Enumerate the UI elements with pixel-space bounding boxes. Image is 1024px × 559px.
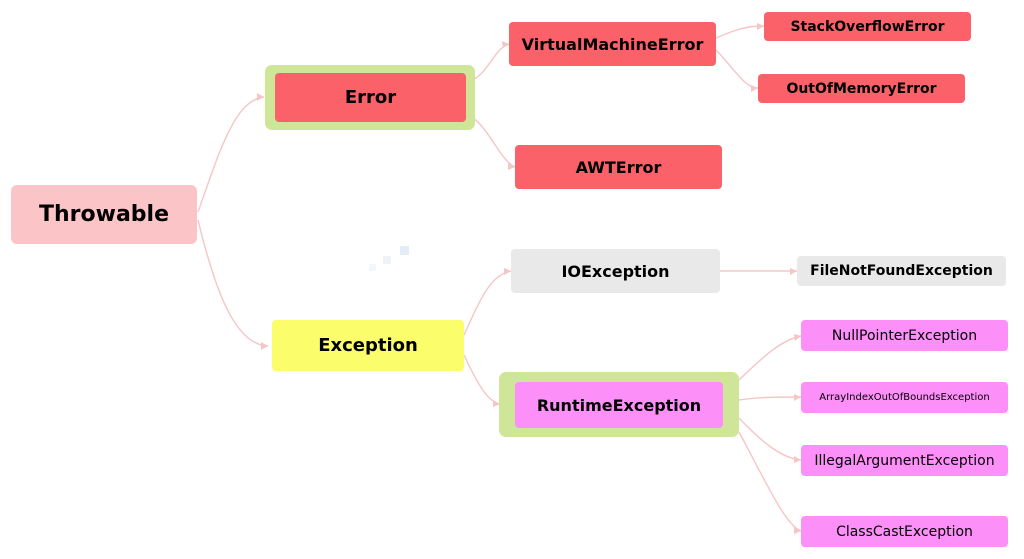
arrowhead <box>508 163 515 170</box>
edge-exception-runtime <box>463 354 501 405</box>
faint-square-decoration <box>369 264 376 271</box>
arrowhead <box>257 93 264 101</box>
arrowhead <box>794 394 801 401</box>
node-throwable: Throwable <box>11 185 197 244</box>
node-virtual-machine-error: VirtualMachineError <box>509 22 716 66</box>
arrowhead <box>751 85 758 92</box>
edge-exception-io <box>463 270 512 336</box>
edge-runtime-npe <box>738 335 802 381</box>
node-awt-error: AWTError <box>515 145 722 189</box>
edge-error-awt <box>472 117 516 168</box>
edge-vme-soe <box>715 25 765 39</box>
arrowhead <box>794 527 801 534</box>
edge-runtime-cce <box>738 431 802 532</box>
node-io-exception: IOException <box>511 249 720 293</box>
node-runtime-exception: RuntimeException <box>515 382 723 428</box>
arrowhead <box>757 23 764 30</box>
edge-throwable-error <box>197 96 265 213</box>
faint-square-decoration <box>400 246 409 255</box>
node-exception: Exception <box>272 320 464 371</box>
arrowhead <box>504 268 511 275</box>
edge-runtime-iae <box>738 417 802 461</box>
arrowhead <box>502 41 509 48</box>
edge-error-vme <box>472 43 510 81</box>
arrowhead <box>493 400 500 407</box>
node-file-not-found-exception: FileNotFoundException <box>797 256 1006 286</box>
node-class-cast-exception: ClassCastException <box>801 516 1008 547</box>
edge-vme-oom <box>715 49 759 89</box>
edge-runtime-aioobe <box>738 396 802 401</box>
arrowhead <box>261 342 268 350</box>
arrowhead <box>790 268 797 275</box>
node-out-of-memory-error: OutOfMemoryError <box>758 74 965 103</box>
arrowhead <box>794 456 801 463</box>
node-null-pointer-exception: NullPointerException <box>801 320 1008 351</box>
arrowhead <box>794 334 801 341</box>
node-array-index-out-of-bounds-exception: ArrayIndexOutOfBoundsException <box>801 382 1008 413</box>
node-error: Error <box>275 73 466 122</box>
node-stack-overflow-error: StackOverflowError <box>764 12 971 41</box>
node-illegal-argument-exception: IllegalArgumentException <box>801 445 1008 476</box>
edge-throwable-exception <box>197 219 269 347</box>
faint-square-decoration <box>383 256 391 264</box>
